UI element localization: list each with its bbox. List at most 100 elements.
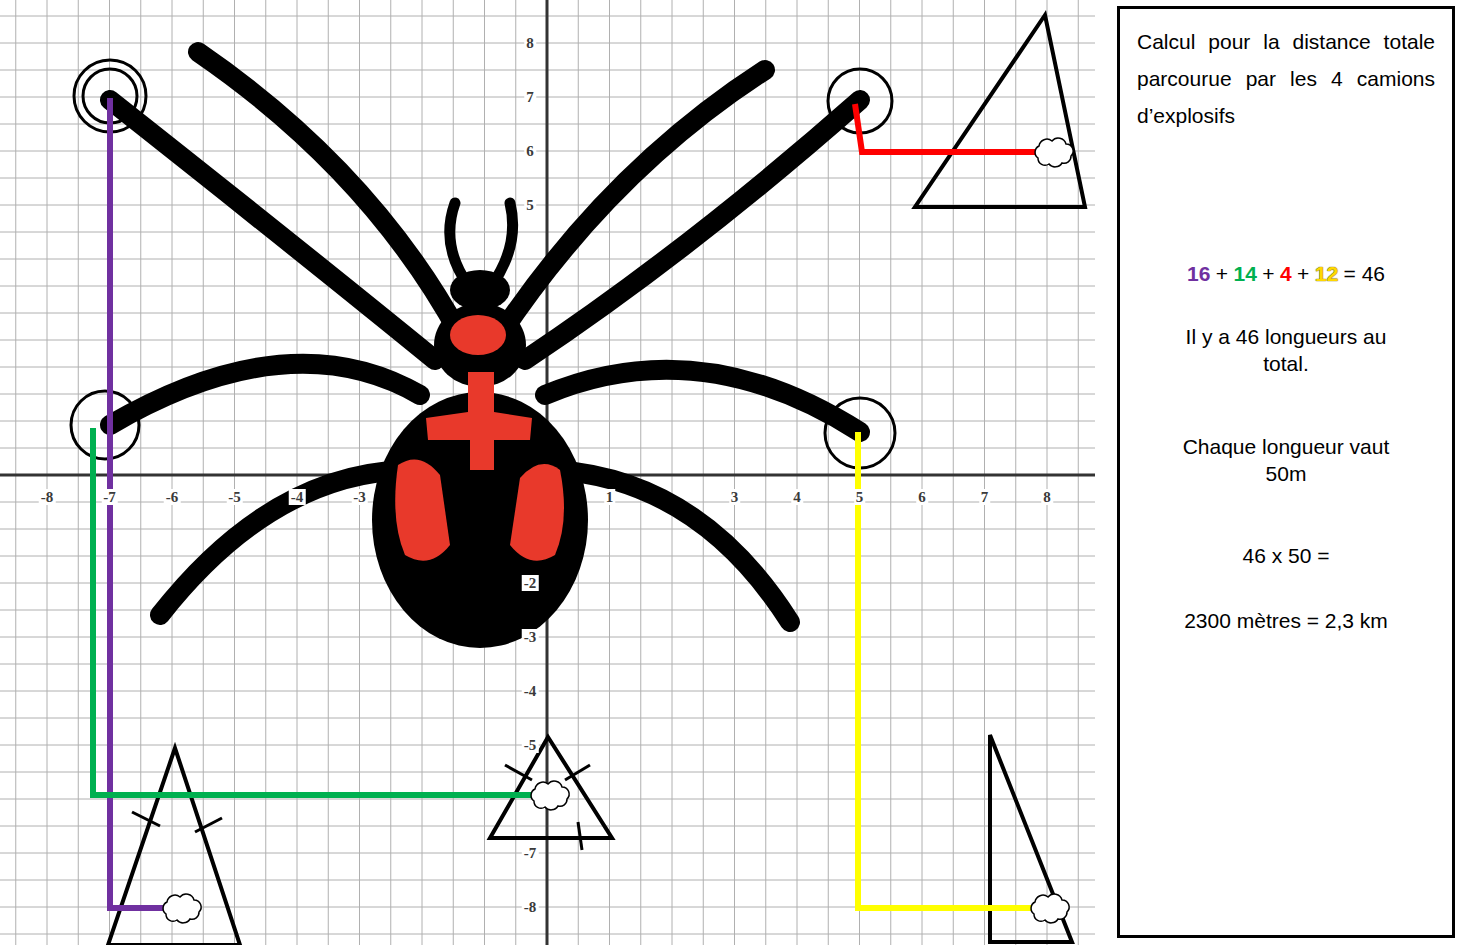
spider-marking — [395, 459, 450, 560]
equation-result: = 46 — [1344, 259, 1385, 289]
tick-label-slot: -5 — [522, 736, 539, 754]
tick-label-slot: -3 — [351, 488, 368, 506]
spider-leg — [555, 470, 790, 622]
tick-mark — [565, 765, 590, 780]
truck-route — [93, 428, 548, 795]
tick-label-slot: -7 — [101, 488, 118, 506]
tick-label-slot: -4 — [522, 682, 539, 700]
axis-tick-label: -7 — [101, 489, 118, 505]
tick-label-slot: 6 — [524, 142, 536, 160]
axis-tick-label: 7 — [524, 89, 536, 105]
spider-leg — [160, 470, 405, 615]
equation-term: 4 — [1280, 259, 1292, 289]
tick-mark — [578, 822, 582, 850]
spider-leg — [500, 70, 765, 335]
text-slot: 46 x 50 = — [1137, 542, 1435, 570]
grid — [0, 0, 1095, 945]
grid-line — [984, 0, 985, 945]
spider-leg — [110, 364, 420, 425]
axis-tick-label: 5 — [854, 489, 866, 505]
grid-line — [765, 0, 766, 945]
tick-mark — [132, 812, 160, 826]
spider-marking — [450, 315, 506, 355]
axis-tick-label: 5 — [524, 197, 536, 213]
panel-text: Il y a 46 longueurs au total. — [1166, 323, 1406, 377]
equation-row: 16+14+4+12= 46 — [1120, 259, 1452, 291]
grid-line — [890, 0, 891, 945]
axis-tick-label: -3 — [522, 629, 539, 645]
explosion-cloud — [163, 138, 1073, 923]
tick-mark — [505, 765, 532, 780]
grid-line — [140, 0, 141, 945]
equation-term: 16 — [1187, 259, 1210, 289]
grid-line — [1078, 0, 1079, 945]
tick-label-slot: 7 — [524, 88, 536, 106]
tick-label-slot: 5 — [524, 196, 536, 214]
triangle — [490, 737, 612, 838]
tick-label-slot: 7 — [979, 488, 991, 506]
tick-label-slot: -4 — [289, 488, 306, 506]
axis-tick-label: -8 — [39, 489, 56, 505]
tick-label-slot: 6 — [916, 488, 928, 506]
explosion-cloud — [531, 781, 569, 810]
axis-tick-label: -5 — [522, 737, 539, 753]
truck-route — [858, 432, 1050, 908]
tick-mark — [195, 818, 222, 832]
equation-term: 12 — [1315, 259, 1338, 289]
truck-route — [855, 104, 1050, 152]
explosion-cloud — [163, 894, 201, 923]
spider-leg — [198, 52, 460, 335]
grid-line — [15, 0, 16, 945]
tick-label-slot: 3 — [729, 488, 741, 506]
grid-line — [640, 0, 641, 945]
triangle — [108, 748, 240, 945]
target-circle — [71, 60, 895, 468]
axis-tick-label: -8 — [522, 899, 539, 915]
text-slot: 2300 mètres = 2,3 km — [1137, 607, 1435, 635]
tick-label-slot: -6 — [164, 488, 181, 506]
panel-text: Chaque longueur vaut 50m — [1166, 433, 1406, 487]
text-slot: Il y a 46 longueurs au total. — [1166, 323, 1406, 377]
grid-line — [922, 0, 923, 945]
tick-label-slot: 1 — [604, 488, 616, 506]
equation-operator: + — [1216, 259, 1228, 289]
grid-line — [78, 0, 79, 945]
tick-mark — [132, 765, 590, 850]
spider-leg — [545, 370, 860, 432]
axis-tick-label: -2 — [522, 575, 539, 591]
axis — [0, 0, 1095, 945]
spider-marking — [395, 315, 564, 561]
tick-label-slot: 8 — [524, 34, 536, 52]
tick-label-slot: -8 — [522, 898, 539, 916]
equation-operator: + — [1297, 259, 1309, 289]
grid-line — [203, 0, 204, 945]
equation-term: 14 — [1233, 259, 1256, 289]
spider-illustration — [110, 52, 860, 648]
panel-text: 2300 mètres = 2,3 km — [1137, 607, 1435, 635]
axis-tick-label: 7 — [979, 489, 991, 505]
calculation-panel: Calcul pour la distance totale parcourue… — [1117, 6, 1455, 938]
spider-antenna — [492, 203, 513, 285]
spider-marking — [426, 372, 532, 470]
axis-tick-label: 1 — [604, 489, 616, 505]
axis-tick-label: 6 — [916, 489, 928, 505]
panel-heading: Calcul pour la distance totale parcourue… — [1137, 23, 1435, 134]
spider-marking — [510, 464, 564, 561]
tick-label-slot: 8 — [1041, 488, 1053, 506]
grid-line — [953, 0, 954, 945]
grid-line — [734, 0, 735, 945]
target-circle — [71, 391, 139, 459]
axis-tick-label: 4 — [791, 489, 803, 505]
tick-label-slot: 4 — [791, 488, 803, 506]
grid-line — [265, 0, 266, 945]
tick-label-slot: -7 — [522, 844, 539, 862]
grid-line — [703, 0, 704, 945]
axis-tick-label: -6 — [164, 489, 181, 505]
tick-label-slot: -8 — [39, 488, 56, 506]
tick-label-slot: -3 — [522, 628, 539, 646]
panel-text: 46 x 50 = — [1137, 542, 1435, 570]
explosion-cloud — [1035, 138, 1073, 167]
equation-operator: + — [1262, 259, 1274, 289]
axis-tick-label: -5 — [226, 489, 243, 505]
